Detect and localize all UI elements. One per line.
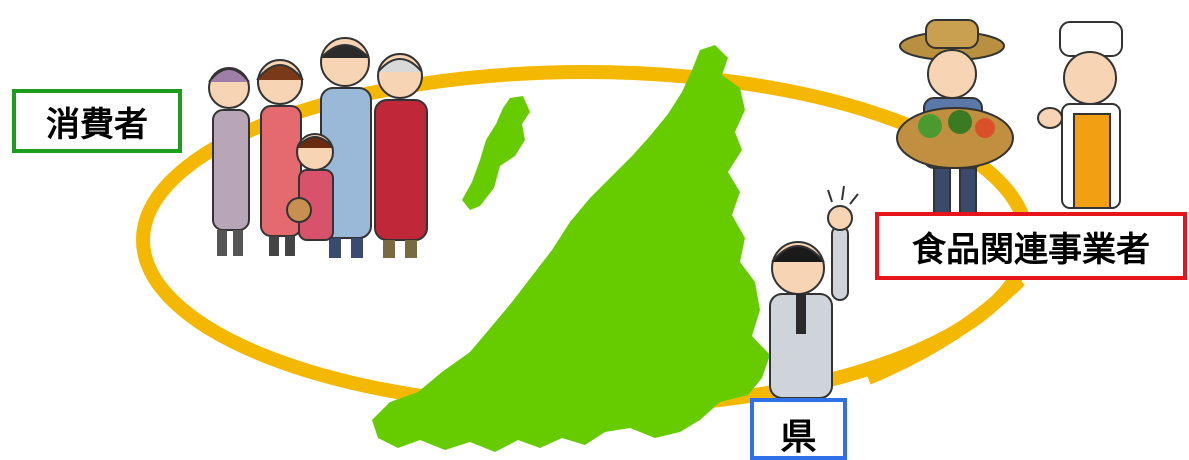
farmer-figure	[896, 19, 1014, 215]
sado-island	[462, 96, 530, 210]
farmer-chef-icon	[896, 19, 1123, 215]
family-icon	[208, 37, 428, 258]
niigata-map-icon	[372, 45, 770, 452]
grandpa-figure	[374, 53, 428, 258]
mother-figure	[256, 59, 304, 256]
prefecture-label: 県	[750, 398, 847, 460]
niigata-mainland	[372, 45, 770, 452]
girl-figure	[286, 133, 334, 241]
cooperation-ring-front	[865, 275, 1025, 385]
chef-figure	[1037, 21, 1123, 209]
grandma-figure	[208, 67, 250, 256]
food-business-label: 食品関連事業者	[875, 212, 1187, 280]
consumers-label: 消費者	[12, 89, 182, 153]
official-icon	[769, 185, 859, 399]
